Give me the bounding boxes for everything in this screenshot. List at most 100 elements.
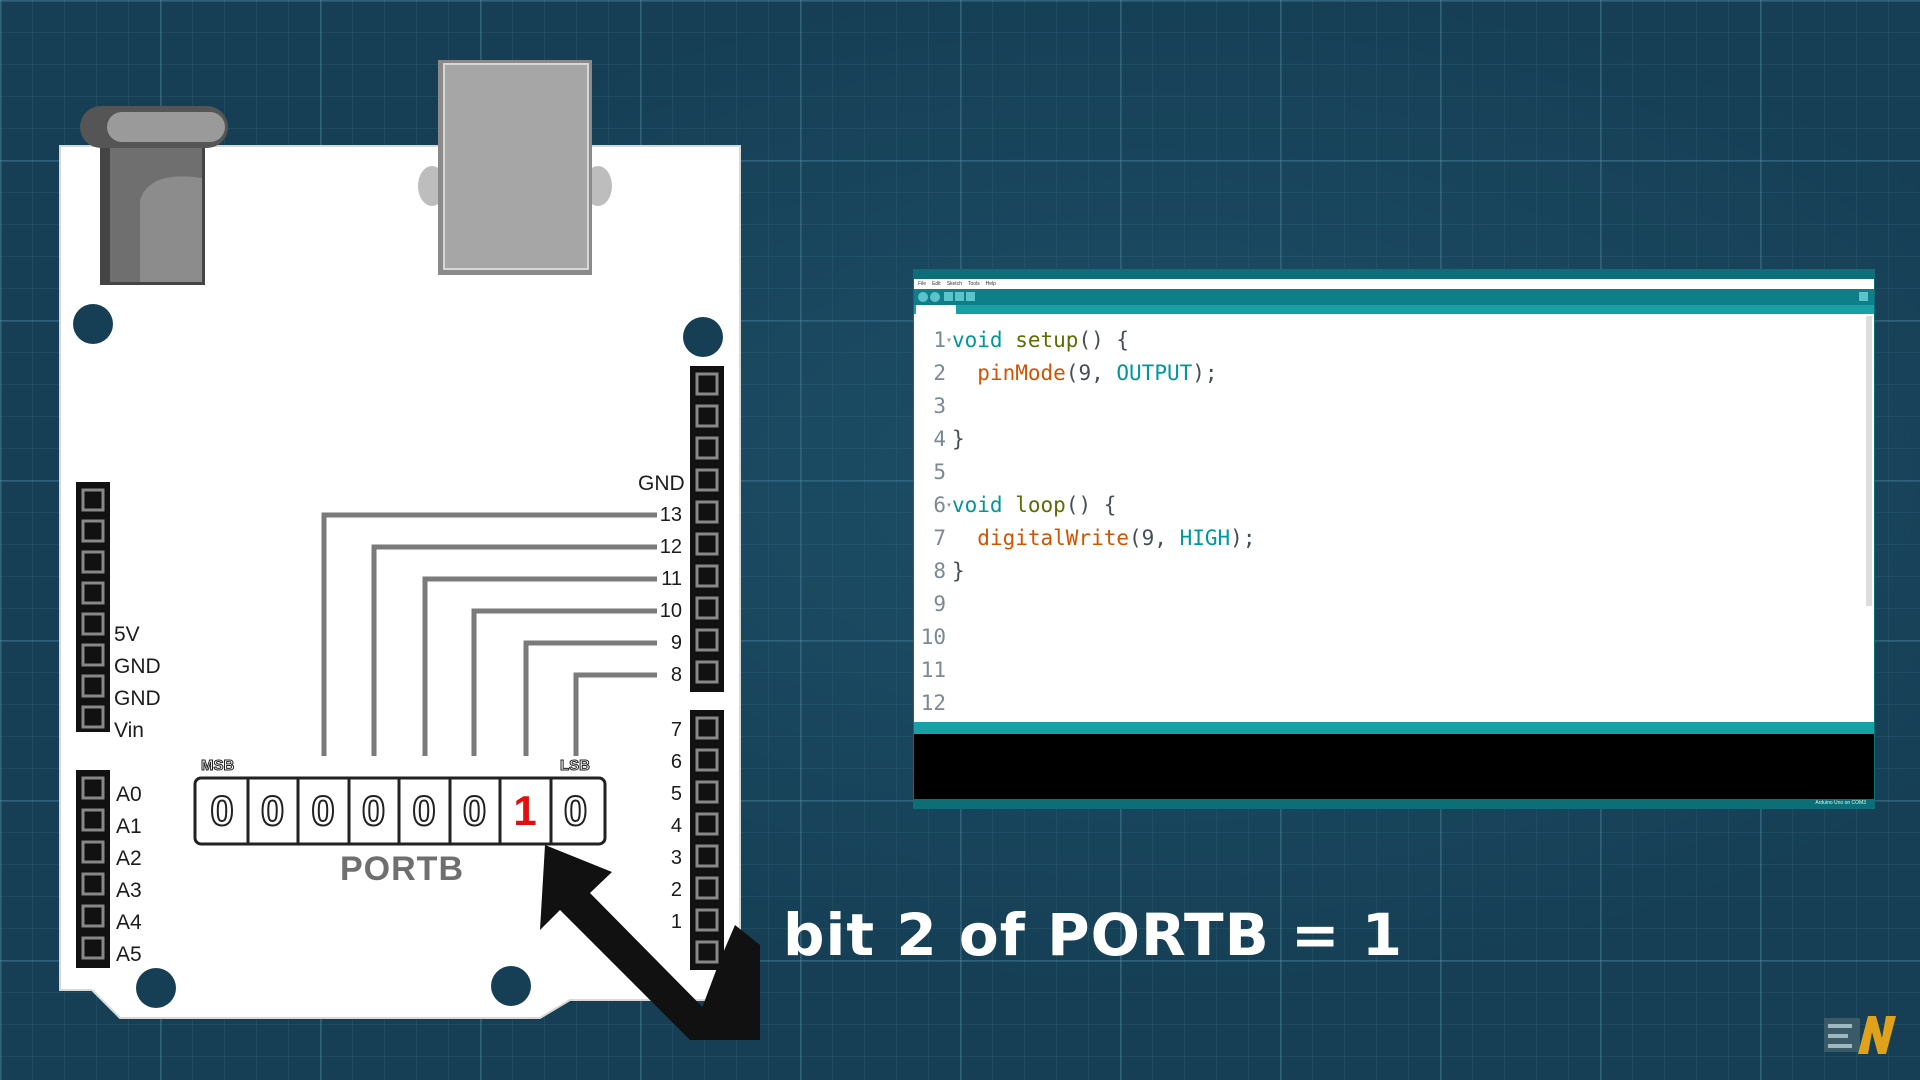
menu-help[interactable]: Help [985, 281, 996, 287]
new-icon[interactable] [944, 292, 953, 301]
register-bit-cell: 0 [350, 782, 398, 840]
code-token: loop [1015, 493, 1066, 517]
code-line[interactable]: 3 [914, 390, 952, 423]
register-bit-value: 0 [462, 786, 487, 835]
power-label-vin: Vin [114, 719, 144, 742]
code-token: } [952, 427, 965, 451]
line-number: 12 [920, 691, 946, 715]
channel-logo [1824, 1016, 1896, 1054]
register-bit-cell: 0 [299, 782, 347, 840]
board-outline [59, 60, 760, 1040]
menu-tools[interactable]: Tools [967, 281, 980, 287]
pin-label: 6 [670, 751, 682, 773]
register-bit-value: 0 [260, 786, 285, 835]
pin-label: 1 [670, 911, 682, 933]
register-bit-cell: 1 [501, 782, 549, 840]
pin-label-gnd: GND [638, 472, 685, 495]
code-line[interactable]: 8} [914, 555, 964, 588]
code-line[interactable]: 5 [914, 456, 952, 489]
analog-label: A4 [116, 911, 142, 934]
pin-label: 12 [659, 536, 682, 558]
code-line[interactable]: 10 [914, 621, 952, 654]
register-bit-cell: 0 [400, 782, 448, 840]
upload-icon[interactable] [930, 292, 940, 302]
code-token: HIGH [1179, 526, 1231, 550]
pin-label: 7 [670, 719, 682, 741]
verify-icon[interactable] [918, 292, 928, 302]
pin-label: 4 [670, 815, 682, 837]
line-number: 6 [933, 493, 946, 517]
code-token: () { [1078, 328, 1130, 352]
code-token: (9, [1129, 526, 1180, 550]
line-number: 9 [933, 592, 946, 616]
code-token [952, 361, 977, 385]
caption-text: bit 2 of PORTB = 1 [783, 901, 1404, 969]
code-line[interactable]: 12 [914, 687, 952, 720]
ide-menu-bar: File Edit Sketch Tools Help [914, 279, 1874, 289]
line-number: 8 [933, 559, 946, 583]
analog-label: A5 [116, 943, 142, 966]
serial-monitor-icon[interactable] [1859, 292, 1868, 301]
register-bit-cell: 0 [198, 782, 246, 840]
pin-label: 9 [670, 632, 682, 654]
pin-label: 10 [659, 600, 682, 622]
fold-icon[interactable]: ▾ [946, 500, 953, 511]
register-bit-value: 1 [513, 787, 537, 834]
menu-edit[interactable]: Edit [932, 281, 941, 287]
code-token: void [952, 328, 1003, 352]
menu-file[interactable]: File [918, 281, 927, 287]
code-token: setup [1015, 328, 1079, 352]
code-token: ); [1230, 526, 1256, 550]
open-icon[interactable] [955, 292, 964, 301]
editor-scrollbar[interactable] [1866, 316, 1872, 606]
code-token: void [952, 493, 1003, 517]
line-number: 7 [933, 526, 946, 550]
register-bit-cell: 0 [552, 782, 600, 840]
code-editor[interactable]: 1▾void setup() {2 pinMode(9, OUTPUT); 3 4}… [914, 314, 1866, 990]
register-bit-value: 0 [209, 786, 234, 835]
pin-label: 2 [670, 879, 682, 901]
register-bit-value: 0 [310, 786, 335, 835]
line-number: 5 [933, 460, 946, 484]
power-label-gnd: GND [114, 687, 161, 710]
pin-label: 8 [670, 664, 682, 686]
fold-icon[interactable]: ▾ [946, 335, 953, 346]
line-number: 4 [933, 427, 946, 451]
code-line[interactable]: 1▾void setup() { [914, 324, 1129, 357]
editor-console-divider [914, 722, 1874, 734]
line-number: 11 [920, 658, 946, 682]
arduino-board-diagram: 5V GND GND Vin A0 A1 A2 A3 A4 A5 GND 13 … [0, 0, 760, 1040]
analog-label: A1 [116, 815, 142, 838]
code-line[interactable]: 4} [914, 423, 965, 456]
register-bit-cell: 0 [451, 782, 499, 840]
code-line[interactable]: 7 digitalWrite(9, HIGH); [914, 522, 1255, 555]
code-line[interactable]: 9 [914, 588, 952, 621]
arduino-ide-window: File Edit Sketch Tools Help 1▾void setup… [914, 270, 1874, 808]
menu-sketch[interactable]: Sketch [946, 281, 962, 287]
pin-label: 5 [670, 783, 682, 805]
register-bit-value: 0 [411, 786, 436, 835]
register-bit-value: 0 [563, 786, 588, 835]
code-token [952, 526, 977, 550]
code-token: digitalWrite [977, 526, 1130, 550]
pin-label: 13 [659, 504, 682, 526]
code-token: ); [1192, 361, 1218, 385]
ide-status-bar: Arduino Uno on COM3 [914, 799, 1874, 808]
register-name: PORTB [340, 850, 464, 888]
analog-label: A3 [116, 879, 142, 902]
code-token: () { [1065, 493, 1117, 517]
code-line[interactable]: 2 pinMode(9, OUTPUT); [914, 357, 1218, 390]
code-token [1003, 493, 1016, 517]
line-number: 3 [933, 394, 946, 418]
console-output [914, 734, 1874, 799]
ide-tab-bar [914, 305, 1874, 314]
msb-label: MSB [200, 757, 235, 774]
sketch-tab[interactable] [916, 305, 956, 314]
save-icon[interactable] [966, 292, 975, 301]
code-token: (9, [1065, 361, 1117, 385]
code-token: OUTPUT [1116, 361, 1193, 385]
code-line[interactable]: 11 [914, 654, 952, 687]
code-line[interactable]: 6▾void loop() { [914, 489, 1116, 522]
ide-toolbar [914, 289, 1874, 305]
